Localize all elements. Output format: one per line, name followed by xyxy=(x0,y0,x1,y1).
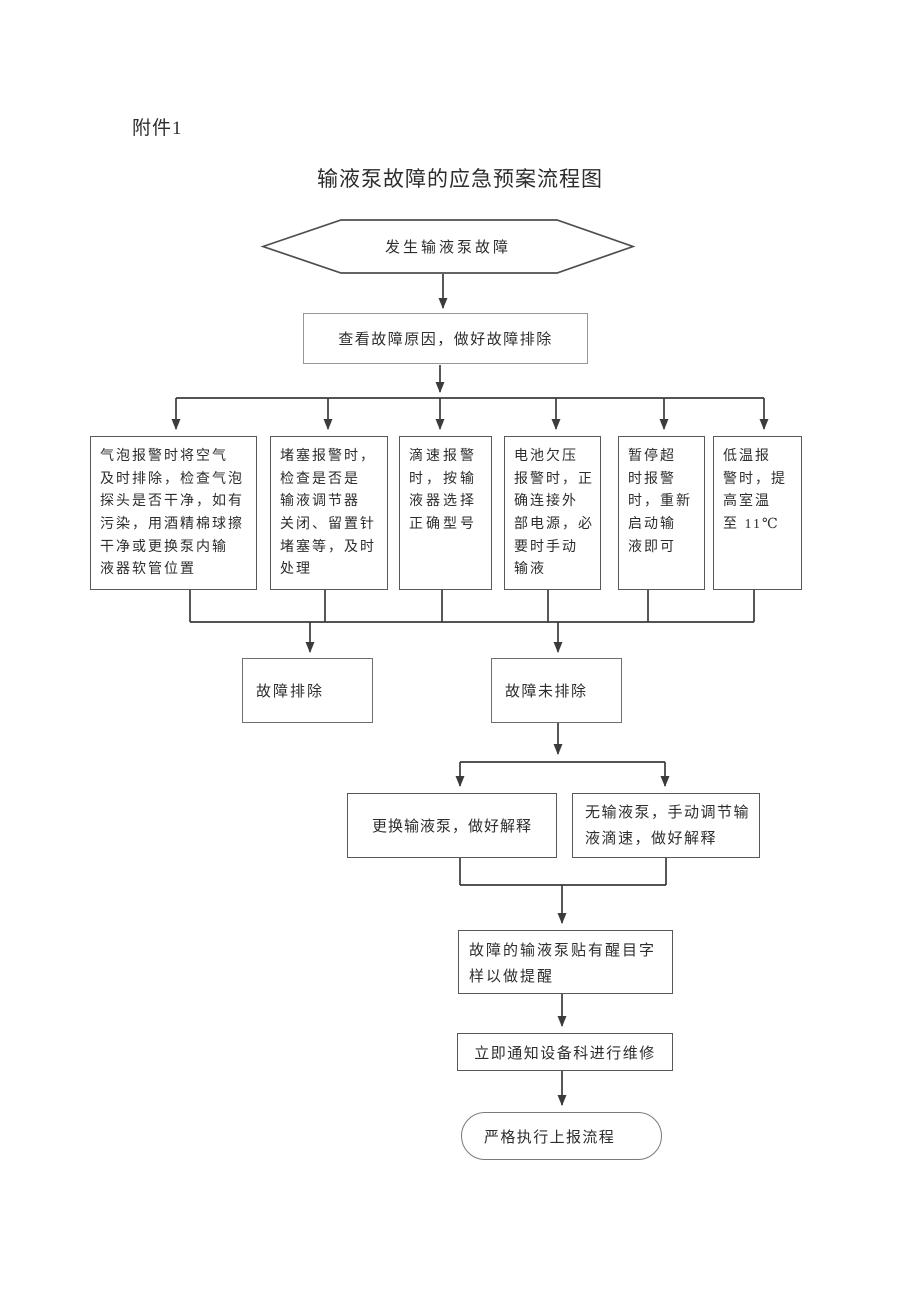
low-temperature-alarm-node: 低温报 警时，提 高室温 至 11℃ xyxy=(713,436,802,590)
page-title: 输液泵故障的应急预案流程图 xyxy=(317,167,603,191)
start-node-shape xyxy=(260,219,636,274)
drip-rate-alarm-node: 滴速报警 时，按输 液器选择 正确型号 xyxy=(399,436,492,590)
bubble-alarm-node: 气泡报警时将空气 及时排除，检查气泡 探头是否干净，如有 污染，用酒精棉球擦 干… xyxy=(90,436,257,590)
blockage-alarm-node: 堵塞报警时， 检查是否是 输液调节器 关闭、留置针 堵塞等，及时 处理 xyxy=(270,436,388,590)
pause-timeout-alarm-node: 暂停超 时报警 时，重新 启动输 液即可 xyxy=(618,436,705,590)
notify-equipment-node: 立即通知设备科进行维修 xyxy=(457,1033,673,1071)
report-process-node: 严格执行上报流程 xyxy=(461,1112,662,1160)
manual-infusion-node: 无输液泵，手动调节输 液滴速，做好解释 xyxy=(572,793,760,858)
battery-alarm-node: 电池欠压 报警时，正 确连接外 部电源，必 要时手动 输液 xyxy=(504,436,601,590)
connector-lines xyxy=(171,274,769,1106)
attachment-label: 附件1 xyxy=(132,118,183,139)
start-node-label: 发生输液泵故障 xyxy=(384,240,511,256)
fault-resolved-node: 故障排除 xyxy=(242,658,373,723)
label-faulty-pump-node: 故障的输液泵贴有醒目字 样以做提醒 xyxy=(458,930,673,994)
fault-unresolved-node: 故障未排除 xyxy=(491,658,622,723)
check-cause-node: 查看故障原因，做好故障排除 xyxy=(303,313,588,364)
replace-pump-node: 更换输液泵，做好解释 xyxy=(347,793,557,858)
